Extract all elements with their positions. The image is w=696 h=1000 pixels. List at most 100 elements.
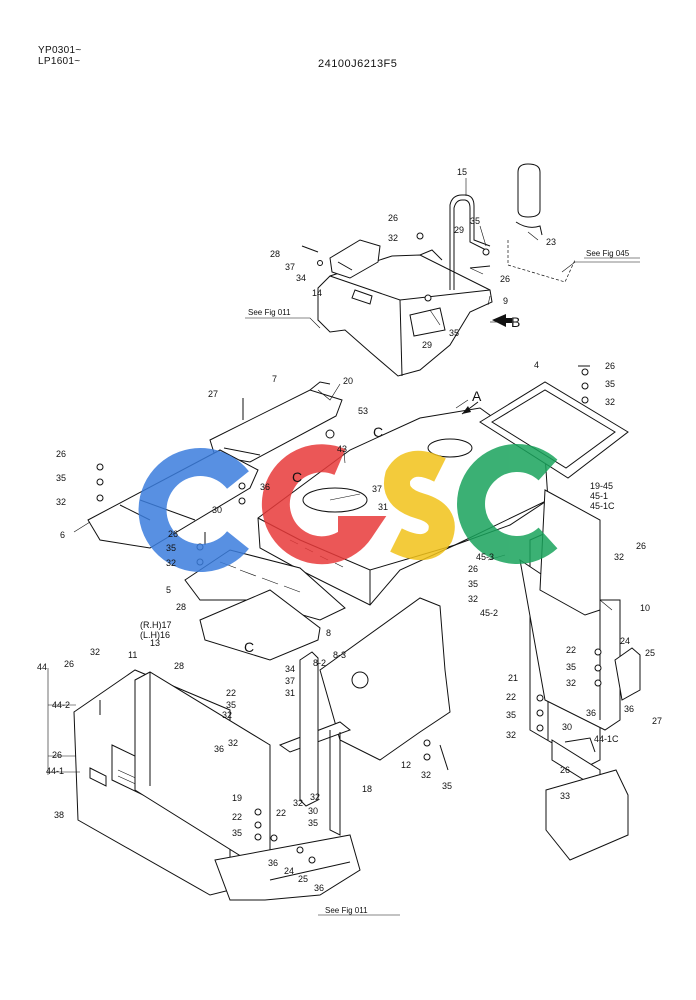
view-arrow-a-head bbox=[462, 406, 471, 414]
callout-35: 35 bbox=[226, 700, 236, 710]
callout-7: 7 bbox=[272, 374, 277, 384]
callout-22: 19 bbox=[232, 793, 242, 803]
callout-26: 26 bbox=[636, 541, 646, 551]
callout-26: 35 bbox=[442, 781, 452, 791]
callout-35: 30 bbox=[308, 806, 318, 816]
callout-25: 24 bbox=[284, 866, 294, 876]
callout-37: 37 bbox=[285, 262, 295, 272]
callout-30: 32 bbox=[293, 798, 303, 808]
callout-45-1c: 45-1C bbox=[590, 501, 615, 511]
callout-32: 32 bbox=[228, 738, 238, 748]
callout-53: 53 bbox=[358, 406, 368, 416]
callout-37: 37 bbox=[285, 676, 295, 686]
callout-28: 28 bbox=[174, 661, 184, 671]
callout-44-1c: 44-1 bbox=[46, 766, 64, 776]
callout-8-2: 8-2 bbox=[313, 658, 326, 668]
callout-32: 32 bbox=[90, 647, 100, 657]
callout-26: 26 bbox=[168, 529, 178, 539]
serial-range-yp: YP0301~ bbox=[38, 45, 82, 56]
callout-27: 36 bbox=[314, 883, 324, 893]
callout-14: 14 bbox=[312, 288, 322, 298]
callout-29: 29 bbox=[422, 340, 432, 350]
callout-31: 31 bbox=[285, 688, 295, 698]
callout-32: 32 bbox=[614, 552, 624, 562]
callout-12: 18 bbox=[362, 784, 372, 794]
callout-24: 36 bbox=[268, 858, 278, 868]
callout-45-2: 45-2 bbox=[480, 608, 498, 618]
callout-19: 38 bbox=[54, 810, 64, 820]
callout-35: 35 bbox=[468, 579, 478, 589]
callout-35: 35 bbox=[449, 328, 459, 338]
callout-22: 22 bbox=[566, 645, 576, 655]
callout-35: 35 bbox=[506, 710, 516, 720]
callout-22: 22 bbox=[226, 688, 236, 698]
callout-36: 36 bbox=[260, 482, 270, 492]
callout-35: 35 bbox=[56, 473, 66, 483]
callout-22: 22 bbox=[506, 692, 516, 702]
callout-11: 11 bbox=[128, 650, 137, 660]
callout-19-45: 19-45 bbox=[590, 481, 613, 491]
view-arrow-b-head bbox=[492, 314, 512, 327]
callout-25: 25 bbox=[645, 648, 655, 658]
callout-8-3: 8-3 bbox=[333, 650, 346, 660]
reference-fig-011-top: See Fig 011 bbox=[248, 308, 291, 317]
callout-26: 36 bbox=[214, 744, 224, 754]
reference-fig-011-bottom: See Fig 011 bbox=[325, 906, 368, 915]
callout-36: 36 bbox=[624, 704, 634, 714]
callout-32: 35 bbox=[232, 828, 242, 838]
callout-35: 32 bbox=[421, 770, 431, 780]
side-panel-8 bbox=[319, 597, 451, 771]
base-frame bbox=[214, 769, 629, 901]
callout-36: 25 bbox=[298, 874, 308, 884]
callout-44-1: 26 bbox=[52, 750, 62, 760]
callout-29: 29 bbox=[454, 225, 464, 235]
callout-34: 34 bbox=[296, 273, 306, 283]
watermark-letter-g bbox=[261, 444, 387, 565]
callout-31: 31 bbox=[378, 502, 388, 512]
callout-32: 32 bbox=[566, 678, 576, 688]
callout-32: 32 bbox=[56, 497, 66, 507]
callout-32: 35 bbox=[308, 818, 318, 828]
callout-28: 28 bbox=[270, 249, 280, 259]
view-letter-c-mid: C bbox=[292, 469, 302, 485]
callout-13: 13 bbox=[150, 638, 160, 648]
callout-38: 33 bbox=[560, 791, 570, 801]
callout-43: 43 bbox=[337, 444, 347, 454]
watermark-letter-c2 bbox=[457, 444, 558, 564]
callout-22: 32 bbox=[310, 792, 320, 802]
callout-34: 34 bbox=[285, 664, 295, 674]
drawing-code: 24100J6213F5 bbox=[318, 58, 398, 70]
frame-members bbox=[134, 589, 352, 866]
callout-26: 26 bbox=[388, 213, 398, 223]
callout-27: 27 bbox=[208, 389, 218, 399]
view-letter-a: A bbox=[472, 388, 482, 404]
callout-35: 35 bbox=[470, 216, 480, 226]
view-letter-c-low: C bbox=[244, 639, 254, 655]
callout-35: 35 bbox=[605, 379, 615, 389]
callout-32: 12 bbox=[401, 760, 411, 770]
callout-45-3: 45-3 bbox=[476, 552, 494, 562]
callout-32: 32 bbox=[468, 594, 478, 604]
callout-35: 22 bbox=[232, 812, 242, 822]
left-hand-label: (L.H)16 bbox=[140, 630, 170, 640]
right-frame-10 bbox=[519, 489, 641, 791]
callout-32: 32 bbox=[605, 397, 615, 407]
callout-5: 5 bbox=[166, 585, 171, 595]
callout-26: 26 bbox=[64, 659, 74, 669]
callout-32: 32 bbox=[388, 233, 398, 243]
callout-18: 44-1C bbox=[594, 734, 619, 744]
callout-30: 30 bbox=[212, 505, 222, 515]
callout-9: 9 bbox=[503, 296, 508, 306]
callout-10: 10 bbox=[640, 603, 650, 613]
callout-36: 36 bbox=[586, 708, 596, 718]
callout-21: 21 bbox=[508, 673, 518, 683]
callout-26: 26 bbox=[605, 361, 615, 371]
view-letter-c-top: C bbox=[373, 424, 383, 440]
callout-26: 26 bbox=[500, 274, 510, 284]
callout-37: 37 bbox=[372, 484, 382, 494]
callout-15: 15 bbox=[457, 167, 467, 177]
callout-26: 26 bbox=[56, 449, 66, 459]
watermark-logo bbox=[138, 444, 558, 572]
